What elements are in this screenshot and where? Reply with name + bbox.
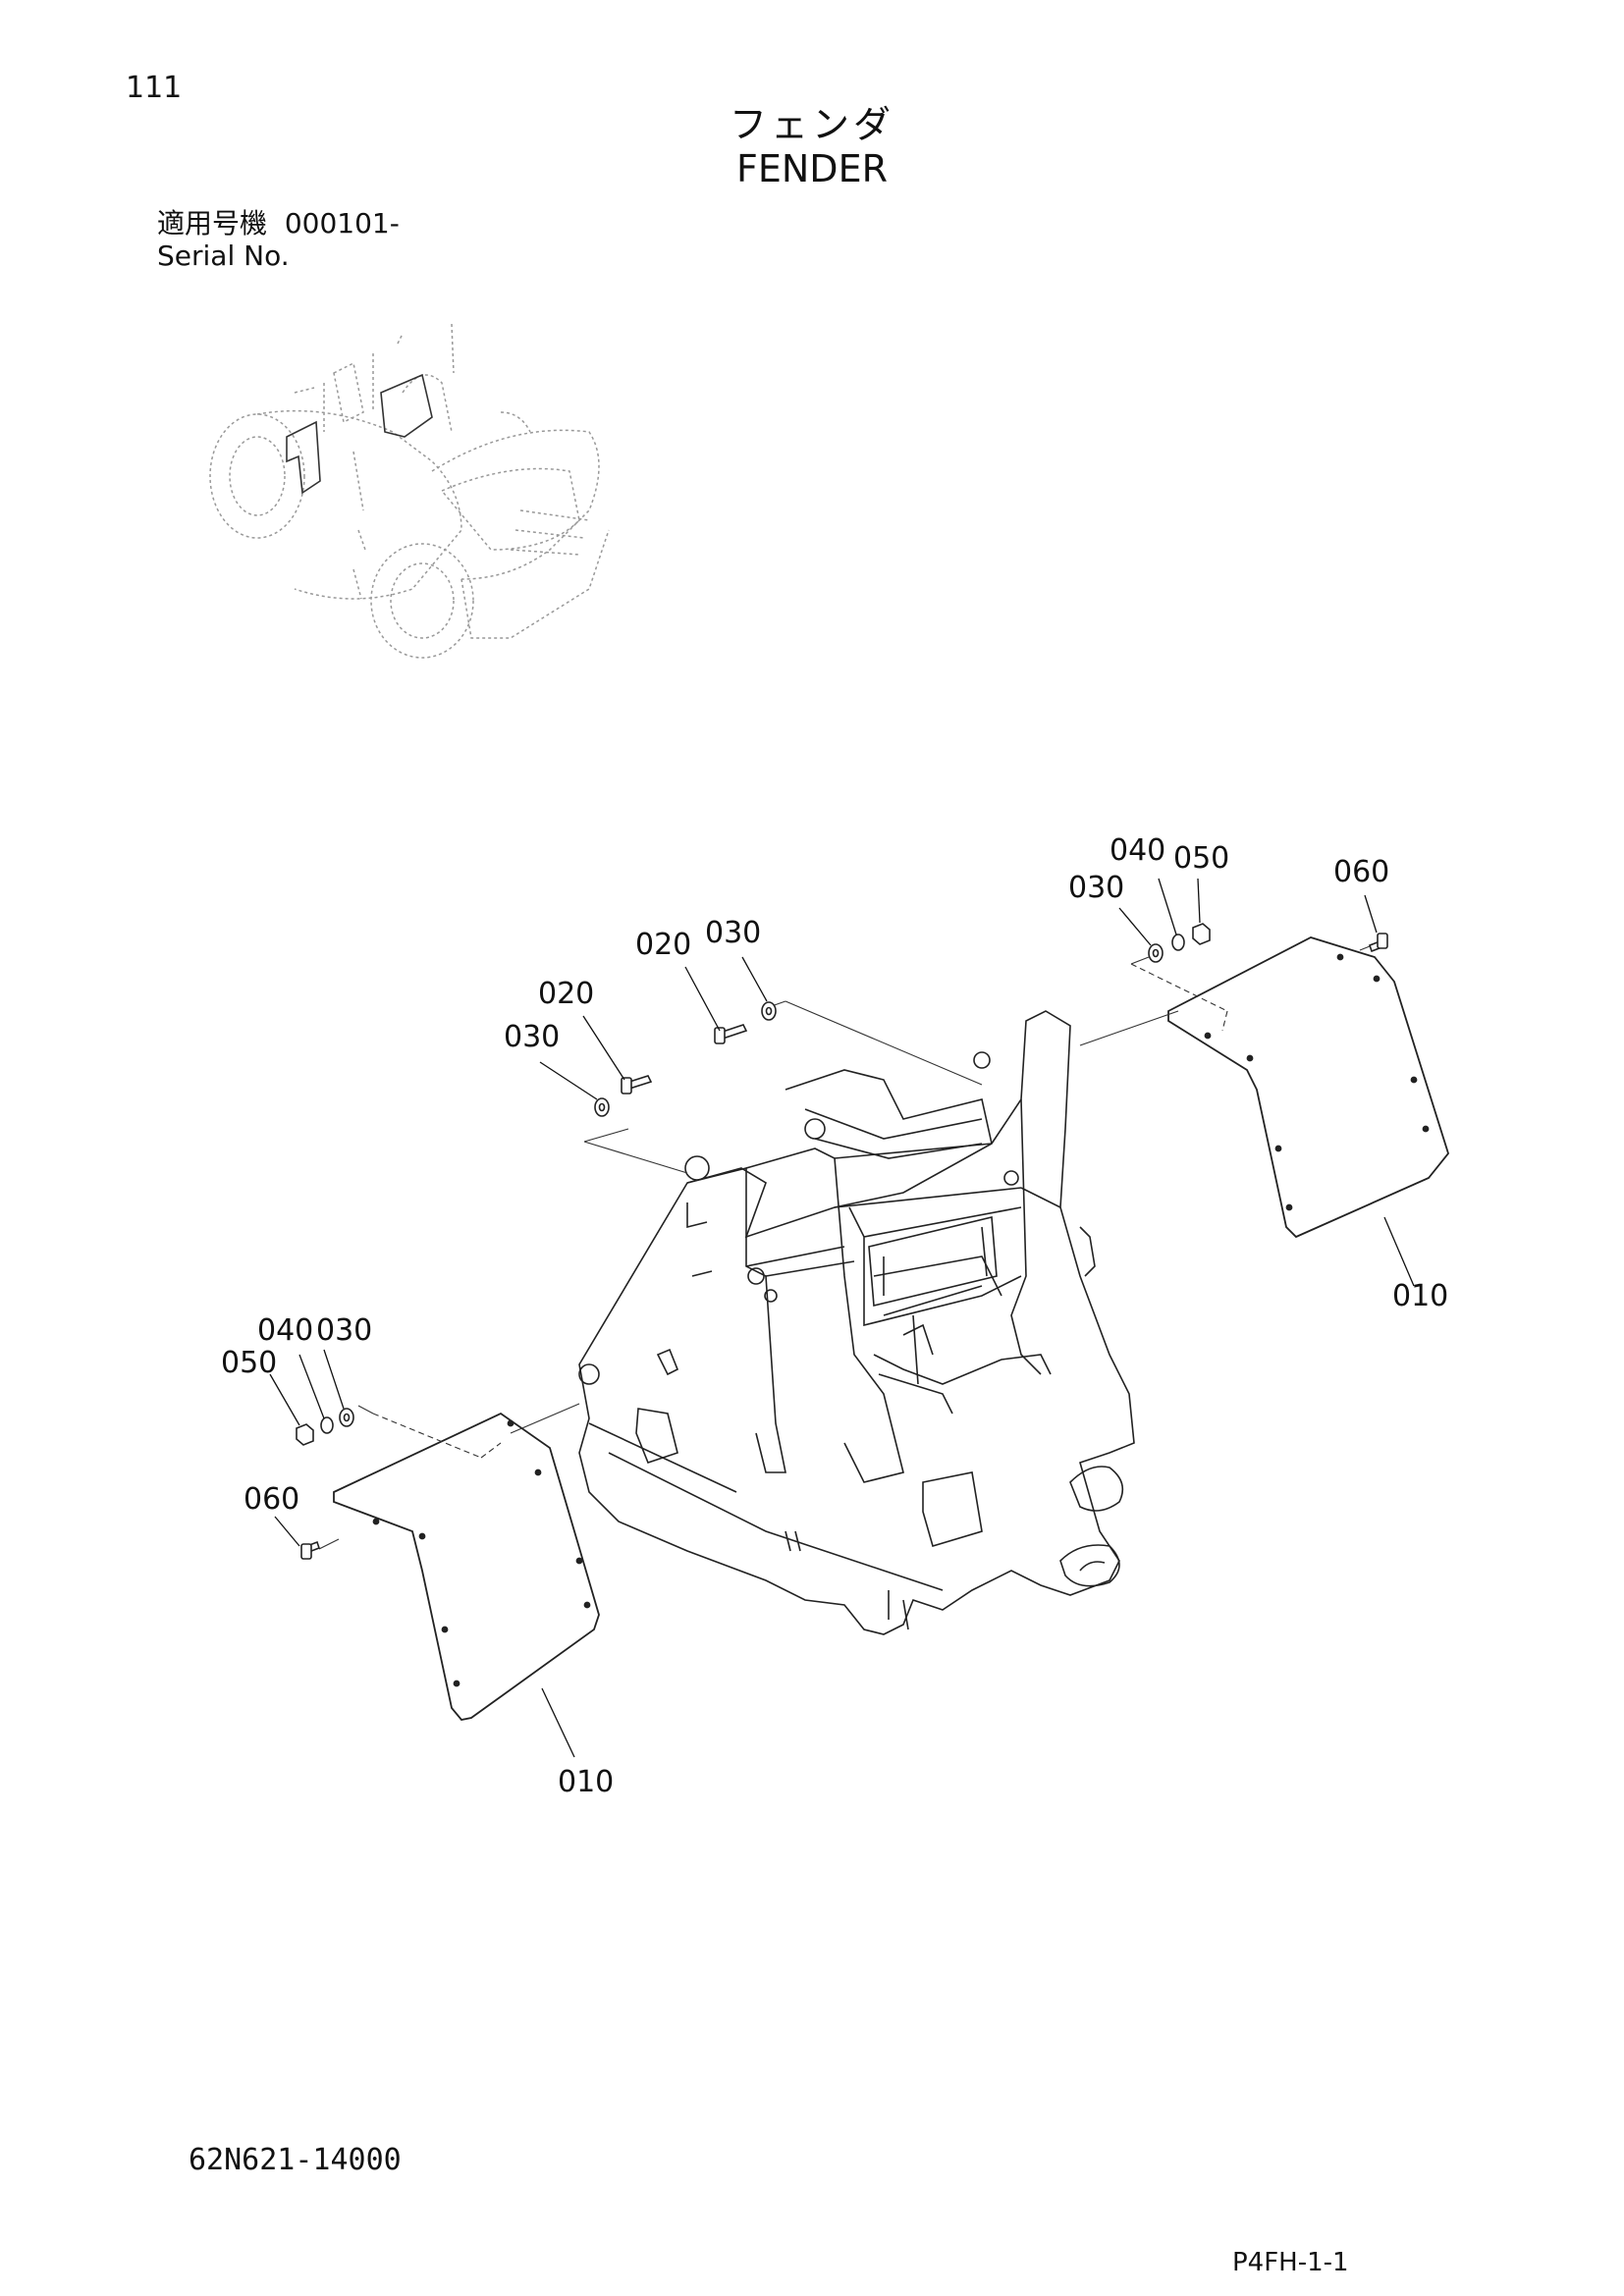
- callout-050-left: 050: [221, 1346, 277, 1380]
- callout-030-mid: 030: [504, 1020, 560, 1054]
- serial-range: 000101-: [284, 207, 400, 240]
- page-title: FENDER: [736, 147, 888, 190]
- hardware: [296, 923, 1388, 1560]
- serial-label-jp-text: 適用号機: [157, 207, 268, 240]
- lockwasher-040-right: [1171, 934, 1185, 951]
- callout-030-left: 030: [316, 1313, 372, 1348]
- callout-040-right: 040: [1110, 833, 1165, 868]
- main-frame: [578, 1010, 1135, 1635]
- callout-060-left: 060: [244, 1482, 299, 1517]
- left-fender-010: [333, 1412, 600, 1721]
- callout-010-right: 010: [1392, 1279, 1448, 1313]
- machine-overview-illustration: [209, 323, 610, 659]
- leader-lines: [269, 878, 1415, 1758]
- right-fender-010: [1167, 936, 1450, 1239]
- callout-010-left: 010: [558, 1765, 614, 1799]
- callout-020-lower: 020: [538, 977, 594, 1011]
- drawing-number: 62N621-14000: [189, 2143, 402, 2177]
- lockwasher-040-left: [320, 1416, 334, 1434]
- page-number: 111: [126, 71, 183, 105]
- callout-030-right: 030: [1068, 871, 1124, 905]
- bolt-060-left: [300, 1540, 321, 1560]
- callout-060-right: 060: [1333, 855, 1389, 889]
- nut-050-right: [1192, 923, 1211, 945]
- bolt-020-lower: [621, 1075, 653, 1095]
- nut-050-left: [296, 1423, 314, 1446]
- page-title-japanese: フェンダ: [729, 103, 894, 146]
- callout-040-left: 040: [257, 1313, 313, 1348]
- bolt-060-right: [1368, 933, 1388, 953]
- page-code: P4FH-1-1: [1232, 2248, 1349, 2277]
- highlighted-fenders-overview: [286, 373, 433, 495]
- callout-030-upper: 030: [705, 916, 761, 950]
- callout-050-right: 050: [1173, 841, 1229, 876]
- serial-label-english: Serial No.: [157, 240, 290, 272]
- callout-020-upper: 020: [635, 928, 691, 962]
- callout-labels: 020 030 020 030 040 050 030 060 010 040 …: [221, 833, 1448, 1799]
- serial-label-japanese: 適用号機 000101-: [157, 202, 400, 241]
- bolt-020-upper: [714, 1024, 748, 1044]
